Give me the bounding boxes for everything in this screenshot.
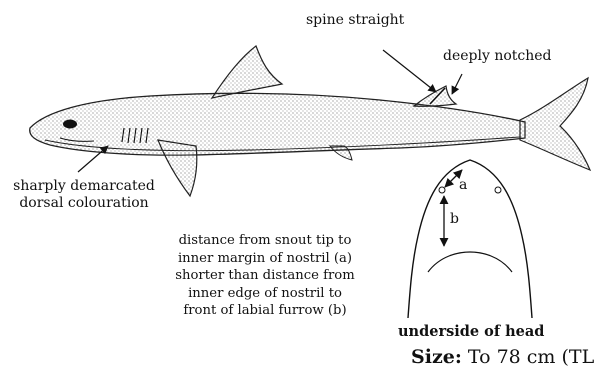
marker-b: b — [450, 211, 459, 227]
eye — [63, 120, 77, 129]
shark-body — [30, 46, 590, 196]
label-spine-straight: spine straight — [306, 12, 404, 29]
label-dorsal-line2: dorsal colouration — [4, 195, 164, 212]
size-info: Size: To 78 cm (TL — [411, 346, 594, 368]
note-line: shorter than distance from — [165, 267, 365, 285]
marker-a: a — [459, 177, 467, 193]
notch-arrow — [452, 74, 462, 94]
underside-head: a b — [408, 160, 532, 318]
note-line: distance from snout tip to — [165, 232, 365, 250]
note-line: inner edge of nostril to — [165, 285, 365, 303]
label-dorsal-line1: sharply demarcated — [4, 178, 164, 195]
label-dorsal-colouration: sharply demarcated dorsal colouration — [4, 178, 164, 212]
label-deeply-notched: deeply notched — [443, 48, 552, 65]
note-line: front of labial furrow (b) — [165, 302, 365, 320]
underside-caption: underside of head — [398, 323, 544, 340]
caudal-fin — [520, 78, 590, 170]
size-value: To 78 cm (TL — [468, 346, 594, 368]
spine-arrow — [383, 50, 436, 92]
second-dorsal-fin — [414, 86, 456, 106]
nostril-distance-note: distance from snout tip to inner margin … — [165, 232, 365, 320]
note-line: inner margin of nostril (a) — [165, 250, 365, 268]
size-label: Size: — [411, 346, 462, 368]
first-dorsal-fin — [212, 46, 282, 98]
